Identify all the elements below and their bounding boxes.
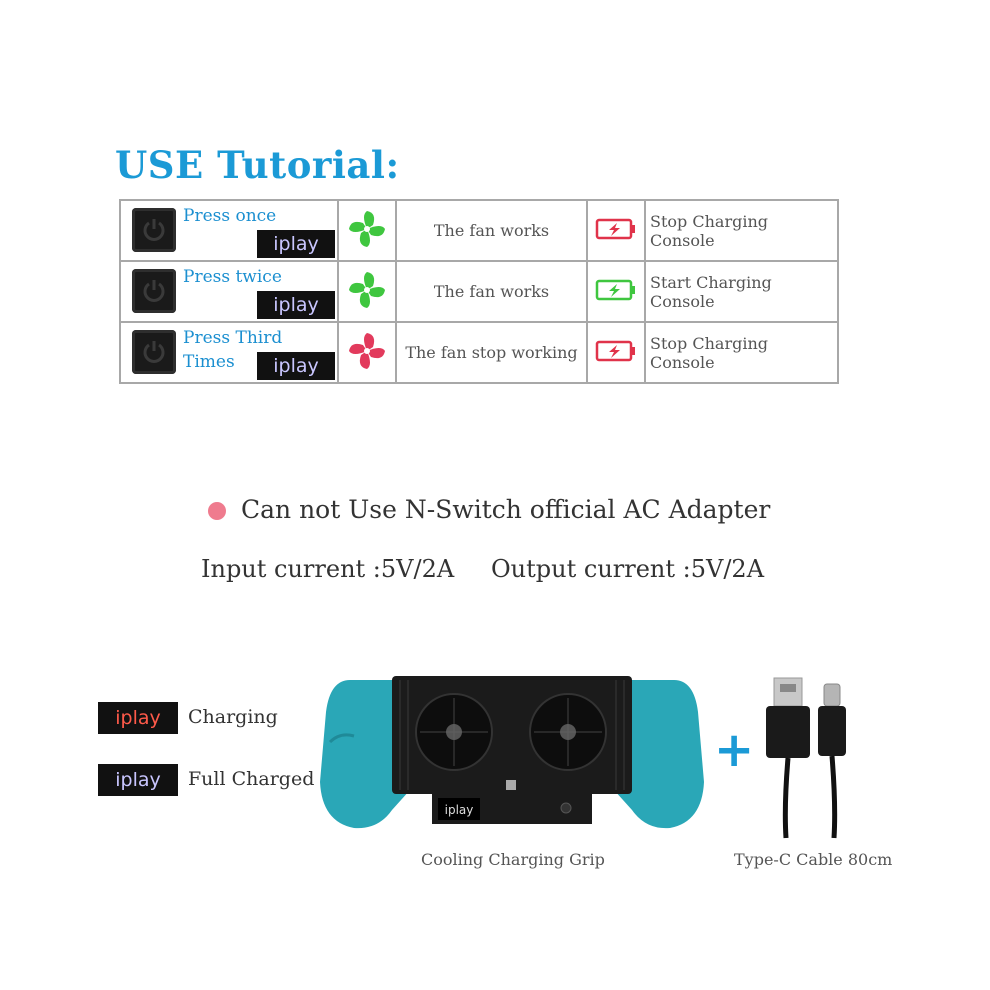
cooling-grip-image: iplay — [320, 672, 704, 836]
fan-icon — [347, 332, 387, 375]
fan-icon-cell — [337, 260, 397, 323]
power-button-icon — [132, 269, 176, 313]
output-current: Output current :5V/2A — [491, 555, 765, 583]
power-button-icon — [132, 330, 176, 374]
led-charging-indicator: iplay — [98, 702, 178, 734]
charge-status: Stop Charging Console — [644, 321, 839, 384]
battery-icon-cell — [586, 260, 646, 323]
plus-sign: + — [714, 722, 755, 778]
fan-icon-cell — [337, 321, 397, 384]
input-current: Input current :5V/2A — [201, 555, 455, 583]
press-instruction: Press Third Times — [183, 326, 282, 374]
press-text: Press Third — [183, 328, 283, 348]
grip-brand-label: iplay — [445, 803, 474, 817]
battery-icon-cell — [586, 199, 646, 262]
fan-icon-cell — [337, 199, 397, 262]
battery-icon-cell — [586, 321, 646, 384]
charge-status: Start Charging Console — [644, 260, 839, 323]
fan-icon — [347, 210, 387, 253]
page-title: USE Tutorial: — [115, 143, 400, 187]
press-text-2: Times — [183, 352, 235, 372]
iplay-indicator: iplay — [257, 230, 335, 258]
iplay-indicator: iplay — [257, 291, 335, 319]
tutorial-row: Press Third Times iplay The fan stop wor… — [119, 321, 839, 384]
battery-charge-icon — [595, 339, 637, 367]
tutorial-table: Press once iplay The fan works Stop Char… — [119, 199, 839, 384]
grip-caption: Cooling Charging Grip — [421, 850, 605, 869]
cable-caption: Type-C Cable 80cm — [734, 850, 893, 869]
fan-status: The fan works — [395, 199, 588, 262]
led-charging-label: Charging — [188, 706, 278, 728]
press-instruction: Press twice — [183, 265, 282, 289]
battery-charge-icon — [595, 217, 637, 245]
adapter-notice: Can not Use N-Switch official AC Adapter — [241, 495, 771, 524]
iplay-indicator: iplay — [257, 352, 335, 380]
press-text: Press twice — [183, 267, 282, 287]
tutorial-row: Press once iplay The fan works Stop Char… — [119, 199, 839, 262]
tutorial-row: Press twice iplay The fan works Start Ch… — [119, 260, 839, 323]
fan-status: The fan works — [395, 260, 588, 323]
fan-icon — [347, 271, 387, 314]
led-full-label: Full Charged — [188, 768, 315, 790]
press-text: Press once — [183, 206, 277, 226]
fan-status: The fan stop working — [395, 321, 588, 384]
notice-bullet — [208, 502, 226, 520]
press-instruction: Press once — [183, 204, 276, 228]
charge-status: Stop Charging Console — [644, 199, 839, 262]
led-full-indicator: iplay — [98, 764, 178, 796]
power-button-icon — [132, 208, 176, 252]
battery-charge-icon — [595, 278, 637, 306]
press-cell: Press Third Times iplay — [119, 321, 339, 384]
press-cell: Press twice iplay — [119, 260, 339, 323]
type-c-cable-image — [760, 676, 860, 845]
press-cell: Press once iplay — [119, 199, 339, 262]
